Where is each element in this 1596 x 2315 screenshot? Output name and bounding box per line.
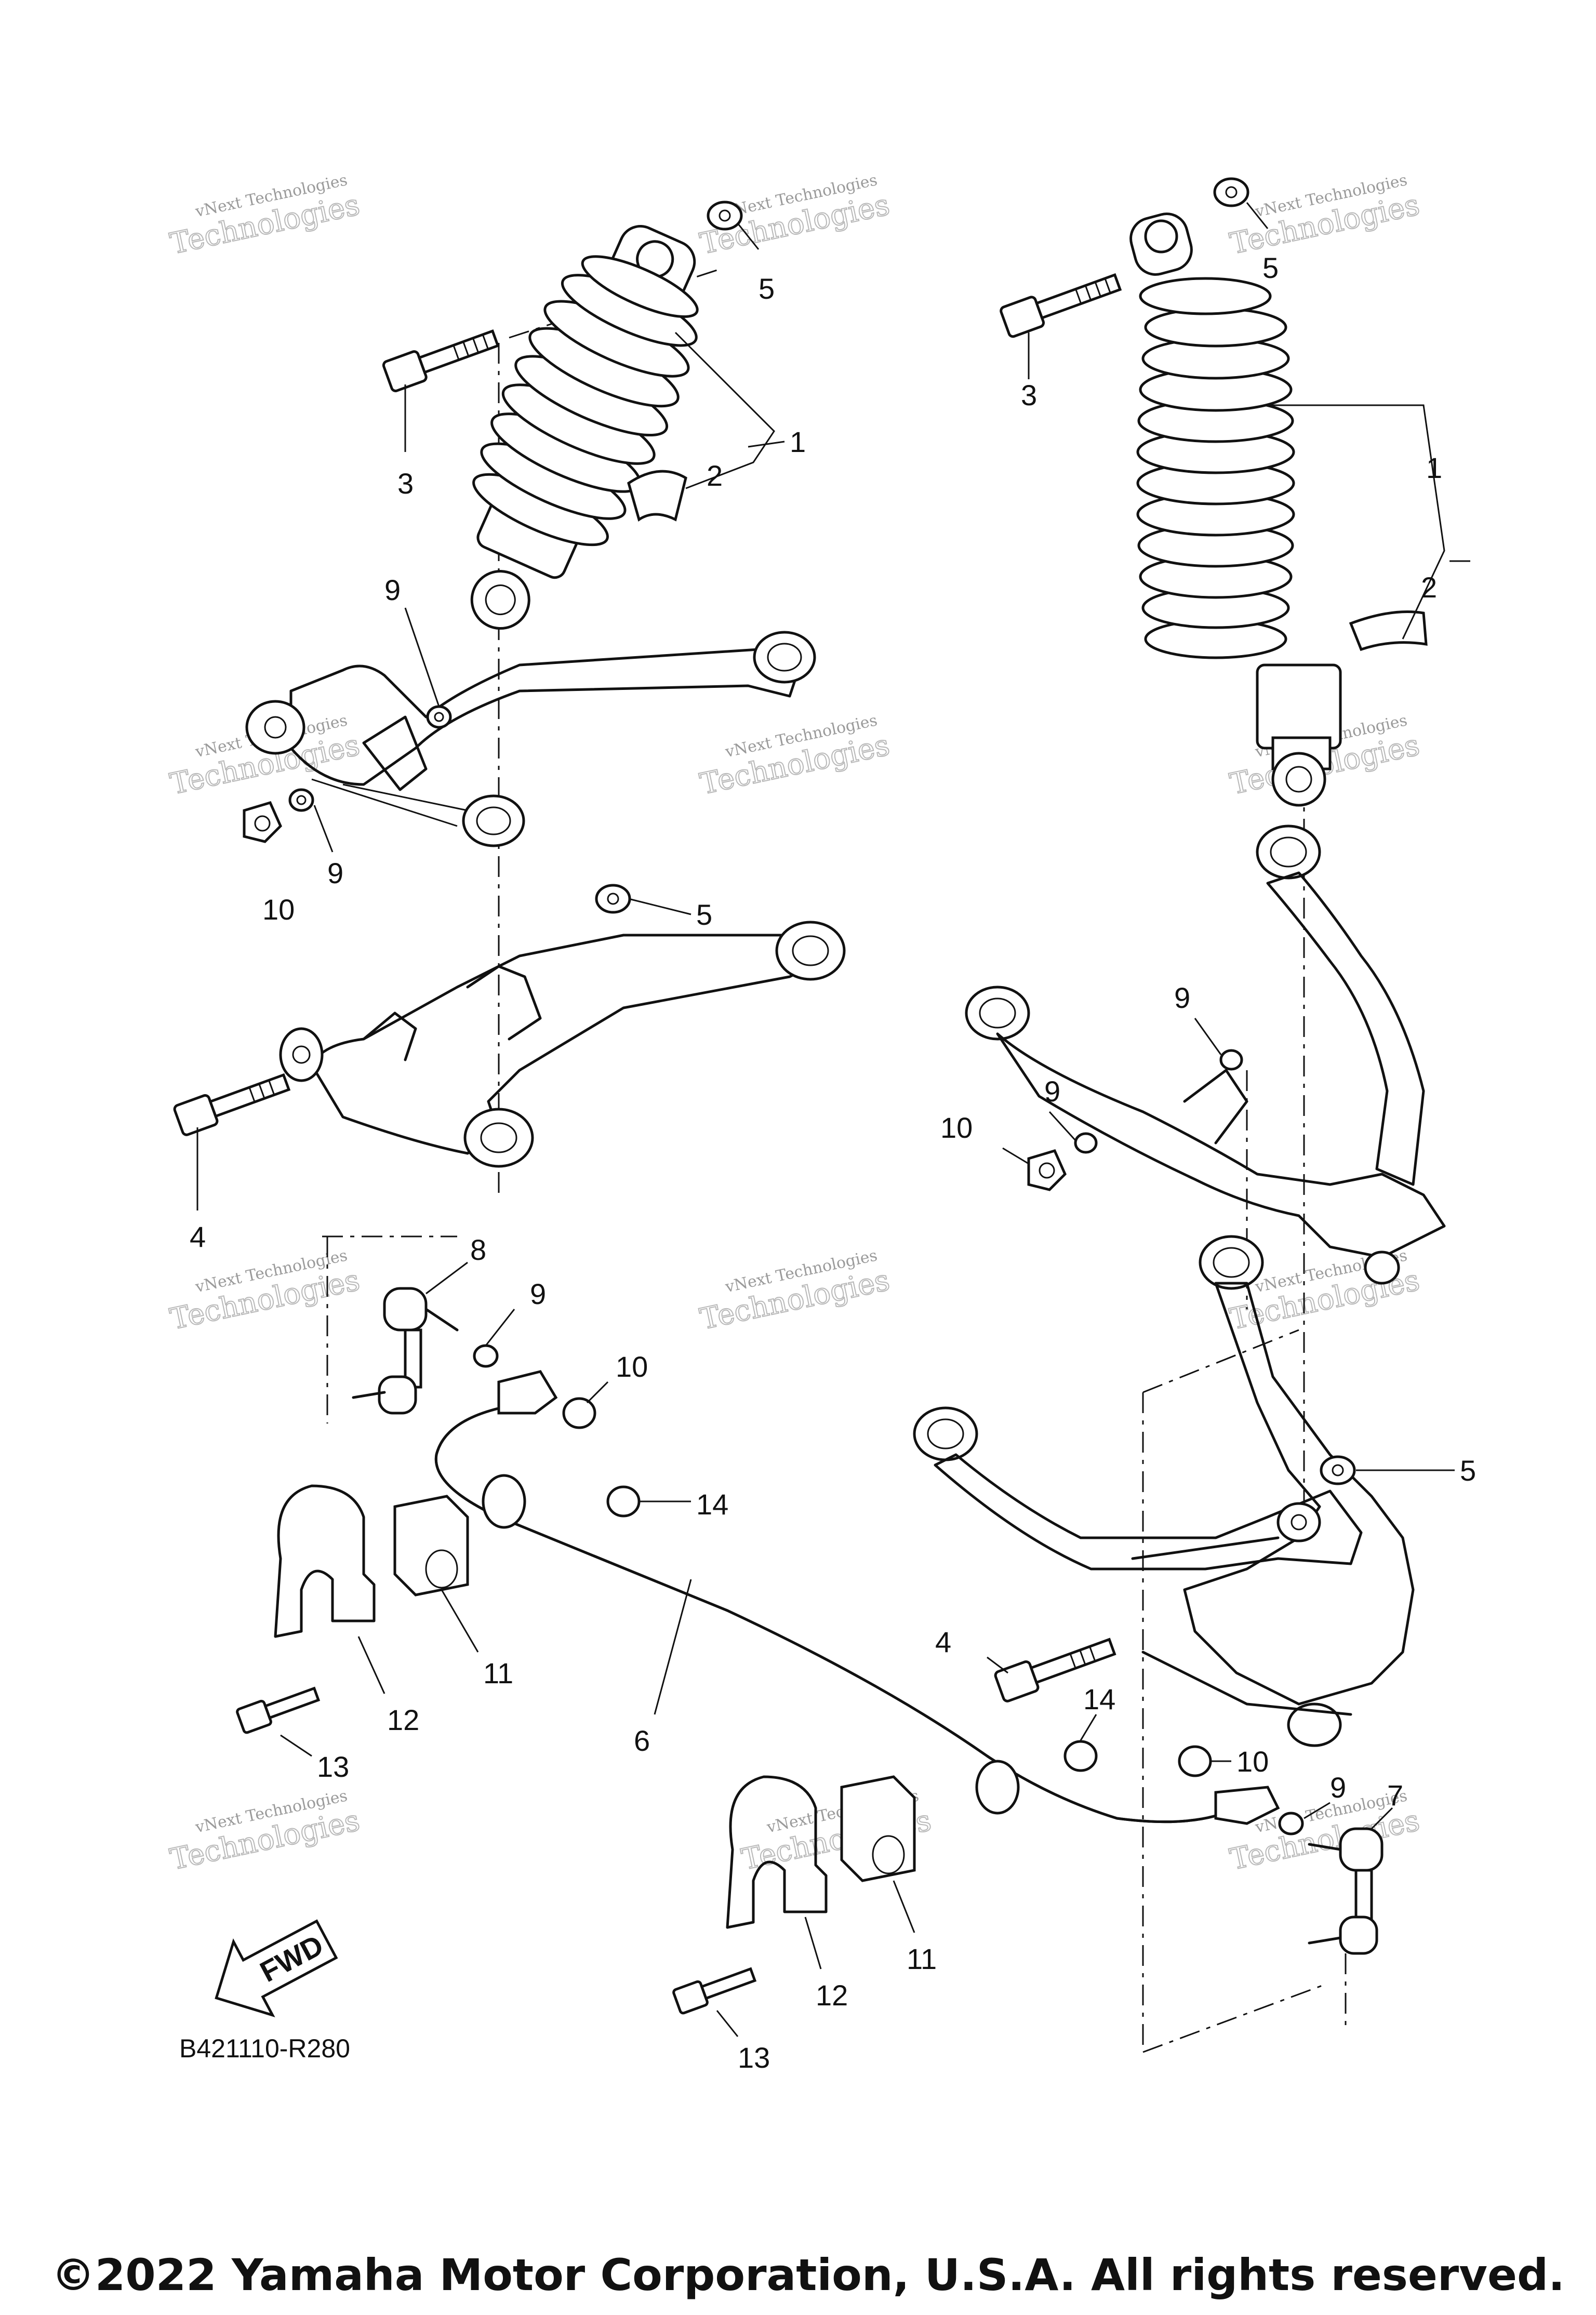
callout-12: 12 — [387, 1704, 419, 1736]
callout-9: 9 — [1330, 1771, 1346, 1804]
callout-5: 5 — [696, 898, 712, 931]
callout-11: 11 — [483, 1657, 513, 1689]
callout-14: 14 — [696, 1488, 728, 1521]
callout-10: 10 — [616, 1350, 648, 1383]
callout-11: 11 — [907, 1943, 937, 1975]
callout-1: 1 — [790, 425, 806, 458]
callout-1: 1 — [1426, 451, 1442, 484]
right-upper-arm — [965, 824, 1446, 1393]
callout-3: 3 — [397, 467, 414, 500]
callout-4: 4 — [190, 1220, 206, 1253]
callout-10: 10 — [1236, 1745, 1269, 1778]
callout-9: 9 — [327, 857, 343, 889]
callout-2: 2 — [1421, 571, 1437, 604]
callout-13: 13 — [317, 1750, 349, 1783]
right-shock-absorber — [1000, 177, 1428, 1533]
copyright-notice: ©2022 Yamaha Motor Corporation, U.S.A. A… — [51, 2250, 1565, 2300]
left-lower-arm — [173, 884, 846, 1423]
callout-10: 10 — [940, 1111, 973, 1144]
callout-5: 5 — [1460, 1454, 1476, 1487]
callout-7: 7 — [1387, 1779, 1403, 1812]
callout-6: 6 — [634, 1724, 650, 1757]
callout-5: 5 — [759, 272, 775, 305]
right-lower-arm — [913, 1235, 1415, 2053]
callout-9: 9 — [384, 574, 401, 606]
callout-12: 12 — [816, 1979, 848, 2012]
coil-spring — [1136, 277, 1295, 659]
callout-9: 9 — [1174, 981, 1190, 1014]
callout-4: 4 — [935, 1626, 951, 1658]
callout-13: 13 — [738, 2041, 770, 2074]
leader-lines — [196, 202, 1470, 2037]
callout-8: 8 — [470, 1233, 486, 1266]
callout-9: 9 — [1044, 1075, 1060, 1108]
callout-9: 9 — [530, 1278, 546, 1310]
callout-numbers: 1 2 3 5 1 2 3 5 9 9 10 5 4 9 9 10 5 4 8 … — [190, 251, 1476, 2074]
callout-14: 14 — [1083, 1683, 1115, 1715]
callout-5: 5 — [1262, 251, 1279, 284]
callout-10: 10 — [262, 893, 295, 926]
bushings-clamps — [236, 1484, 916, 2015]
left-upper-arm — [243, 631, 816, 847]
stabilizer-bar — [434, 1370, 1280, 1825]
fwd-arrow-icon: FWD — [215, 1919, 338, 2017]
callout-2: 2 — [707, 459, 723, 492]
callout-3: 3 — [1021, 379, 1037, 411]
stabilizer-links — [352, 1287, 1384, 2026]
diagram-code: B421110-R280 — [179, 2034, 350, 2063]
left-shock-absorber — [382, 201, 743, 1195]
